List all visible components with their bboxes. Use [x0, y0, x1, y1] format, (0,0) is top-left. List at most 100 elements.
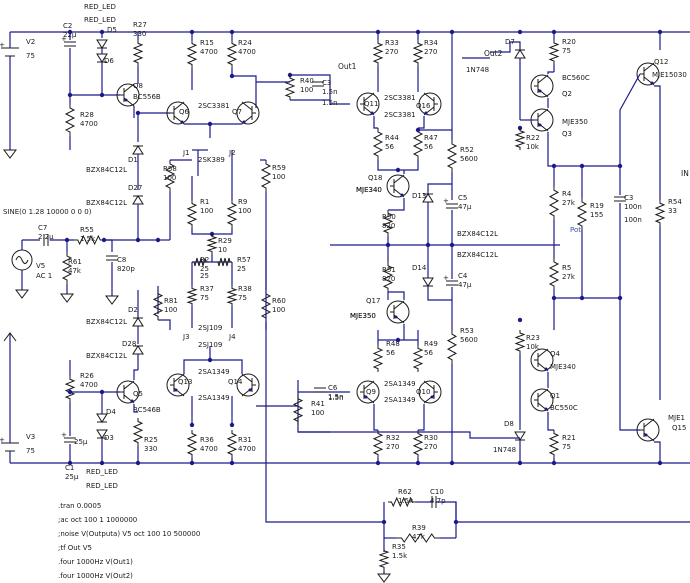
diode-d1[interactable]: D1 — [128, 145, 144, 164]
diode-d5[interactable]: D5 — [96, 26, 117, 49]
resistor-value: 75 — [200, 294, 209, 302]
transistor-q7[interactable]: Q7 — [232, 101, 260, 125]
diode-d3[interactable]: D3 — [96, 429, 114, 442]
transistor-ref: Q4 — [550, 350, 561, 358]
diode-d6[interactable]: D6 — [96, 53, 114, 65]
resistor-value: 155 — [590, 211, 603, 219]
junction-dot — [207, 357, 213, 363]
diode-d2[interactable]: D2 — [128, 306, 144, 327]
resistor-value: 56 — [386, 349, 395, 357]
diode-d14[interactable]: D14 — [412, 264, 434, 287]
capacitor-c3[interactable]: C31.5n — [312, 79, 338, 96]
diode-ref: D14 — [412, 264, 427, 272]
resistor-value: 27k — [562, 273, 576, 281]
transistor-value: MJE340 — [356, 186, 382, 194]
resistor-ref: R35 — [392, 543, 406, 551]
resistor-value: 33 — [668, 207, 677, 215]
diode-d7[interactable]: D7 — [505, 38, 526, 59]
capacitor-c7[interactable]: C72.2µ — [38, 224, 54, 246]
resistor-ref: R29 — [218, 237, 232, 245]
wire — [133, 369, 138, 380]
transistor-q14[interactable]: Q14 — [228, 373, 260, 397]
diode-d13[interactable]: D13 — [412, 192, 434, 203]
transistor-q10[interactable]: Q10 — [416, 380, 442, 404]
transistor-q16[interactable]: Q16 — [416, 92, 442, 116]
diode-d8[interactable]: D8 — [504, 420, 526, 441]
resistor-ref: R59 — [272, 164, 286, 172]
diode-d4[interactable]: D4 — [96, 408, 116, 423]
diode-d27[interactable]: D27 — [128, 184, 144, 205]
capacitor-c6[interactable]: C61.5n — [314, 384, 344, 401]
capacitor-ref: C10 — [430, 488, 444, 496]
